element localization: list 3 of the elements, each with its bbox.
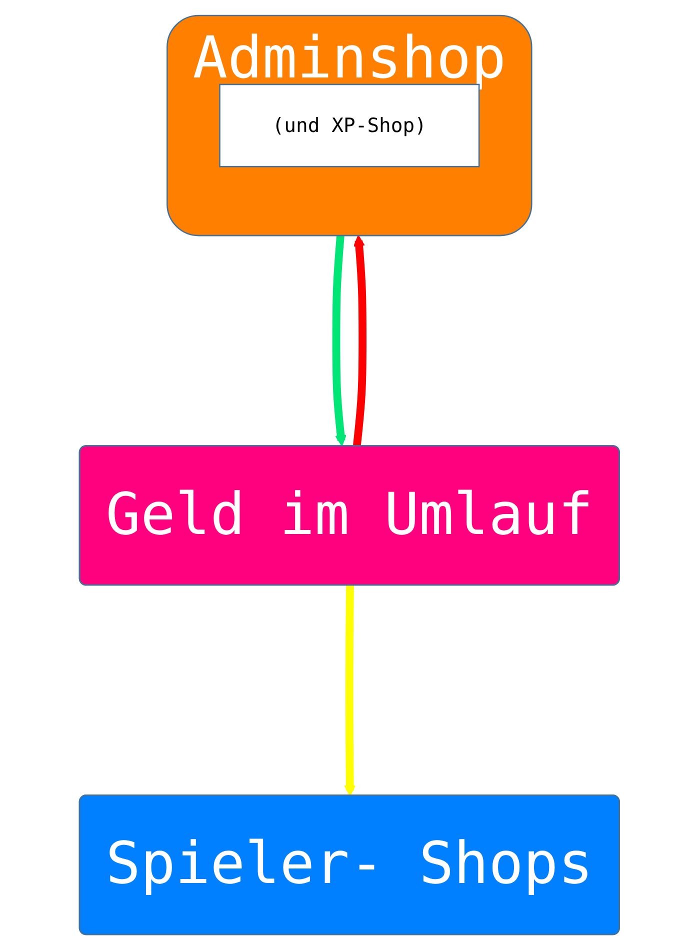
arrow: [353, 235, 367, 446]
arrow: [344, 586, 356, 796]
arrow: [332, 235, 347, 446]
